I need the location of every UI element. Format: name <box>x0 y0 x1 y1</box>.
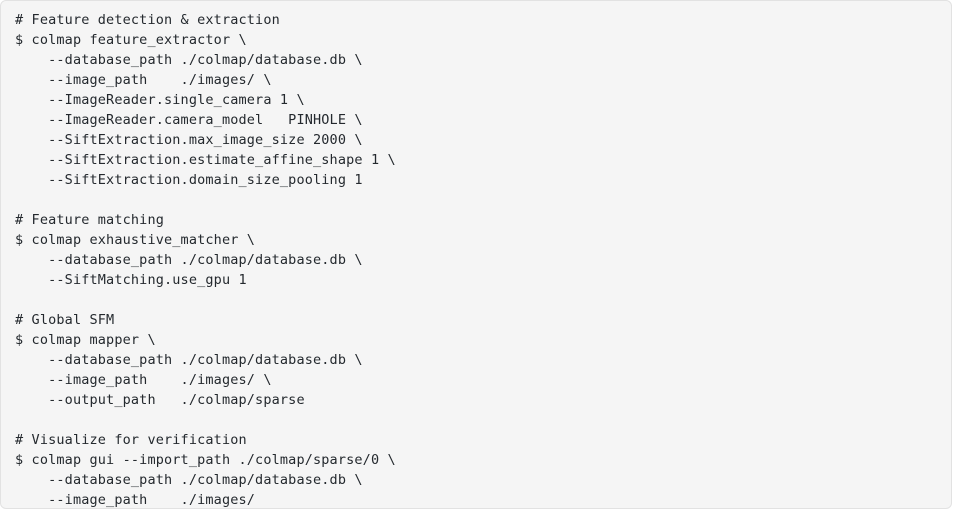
code-line: --image_path ./images/ \ <box>15 72 272 88</box>
code-line: --image_path ./images/ <box>15 492 256 508</box>
code-line: --database_path ./colmap/database.db \ <box>15 252 363 268</box>
code-line: # Feature detection & extraction <box>15 12 280 28</box>
code-line-blank <box>1 190 951 210</box>
code-line: --output_path ./colmap/sparse <box>15 392 305 408</box>
code-line: --SiftExtraction.max_image_size 2000 \ <box>15 132 363 148</box>
code-line: # Global SFM <box>15 312 115 328</box>
code-line-blank <box>1 290 951 310</box>
code-line: $ colmap gui --import_path ./colmap/spar… <box>15 452 396 468</box>
code-line: --database_path ./colmap/database.db \ <box>15 472 363 488</box>
code-line: --ImageReader.camera_model PINHOLE \ <box>15 112 363 128</box>
code-line: --SiftMatching.use_gpu 1 <box>15 272 247 288</box>
code-line: --ImageReader.single_camera 1 \ <box>15 92 305 108</box>
code-line: --database_path ./colmap/database.db \ <box>15 352 363 368</box>
code-line: --image_path ./images/ \ <box>15 372 272 388</box>
code-listing[interactable]: # Feature detection & extraction $ colmap… <box>1 10 951 508</box>
code-line: $ colmap feature_extractor \ <box>15 32 247 48</box>
code-line-blank <box>1 410 951 430</box>
code-line: --SiftExtraction.estimate_affine_shape 1… <box>15 152 396 168</box>
code-line: # Feature matching <box>15 212 164 228</box>
code-line: --database_path ./colmap/database.db \ <box>15 52 363 68</box>
code-line: $ colmap mapper \ <box>15 332 156 348</box>
code-line: $ colmap exhaustive_matcher \ <box>15 232 256 248</box>
code-line: --SiftExtraction.domain_size_pooling 1 <box>15 172 363 188</box>
code-line: # Visualize for verification <box>15 432 247 448</box>
